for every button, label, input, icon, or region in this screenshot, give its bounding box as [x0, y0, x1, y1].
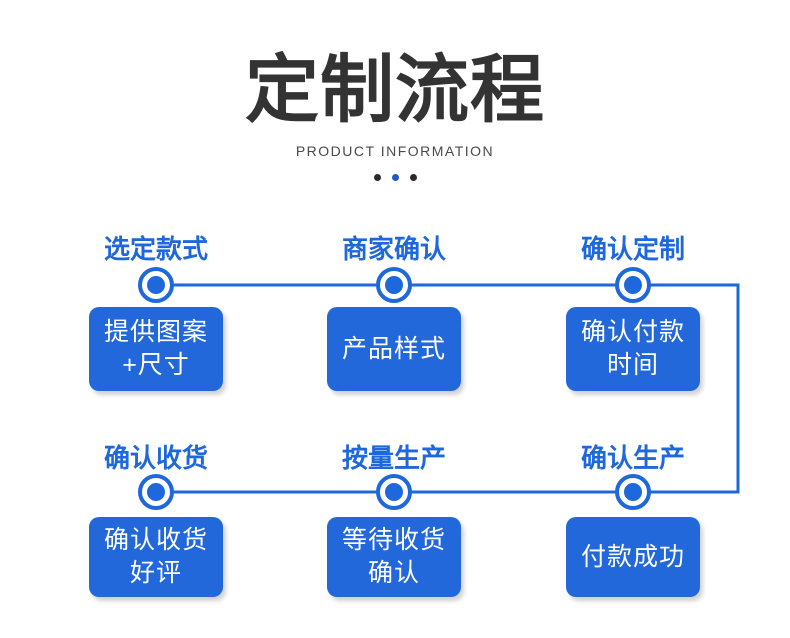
node-core-icon [624, 483, 642, 501]
step-label: 商家确认 [341, 234, 446, 264]
step-label: 按量生产 [341, 443, 446, 473]
page-title: 定制流程 [245, 48, 545, 131]
step-box: 产品样式 [327, 307, 461, 391]
step-box: 等待收货 确认 [327, 517, 461, 597]
node-core-icon [147, 276, 165, 294]
node-core-icon [385, 483, 403, 501]
node-core-icon [147, 483, 165, 501]
step-node-icon [138, 267, 174, 303]
step-node-icon [138, 474, 174, 510]
step-label: 确认生产 [580, 443, 685, 473]
step-box: 确认收货 好评 [89, 517, 223, 597]
step-label: 确认定制 [580, 234, 685, 264]
dot-icon [391, 174, 399, 181]
page-subtitle: PRODUCT INFORMATION [295, 143, 495, 159]
step-box: 提供图案 +尺寸 [89, 307, 223, 391]
decorative-dots [0, 174, 790, 181]
step-node-icon [615, 267, 651, 303]
dot-icon [373, 174, 381, 181]
node-core-icon [624, 276, 642, 294]
step-node-icon [376, 474, 412, 510]
node-core-icon [385, 276, 403, 294]
step-box: 付款成功 [566, 517, 700, 597]
step-node-icon [615, 474, 651, 510]
step-box: 确认付款 时间 [566, 307, 700, 391]
dot-icon [409, 174, 417, 181]
step-label: 确认收货 [103, 443, 208, 473]
step-node-icon [376, 267, 412, 303]
step-label: 选定款式 [103, 234, 208, 264]
